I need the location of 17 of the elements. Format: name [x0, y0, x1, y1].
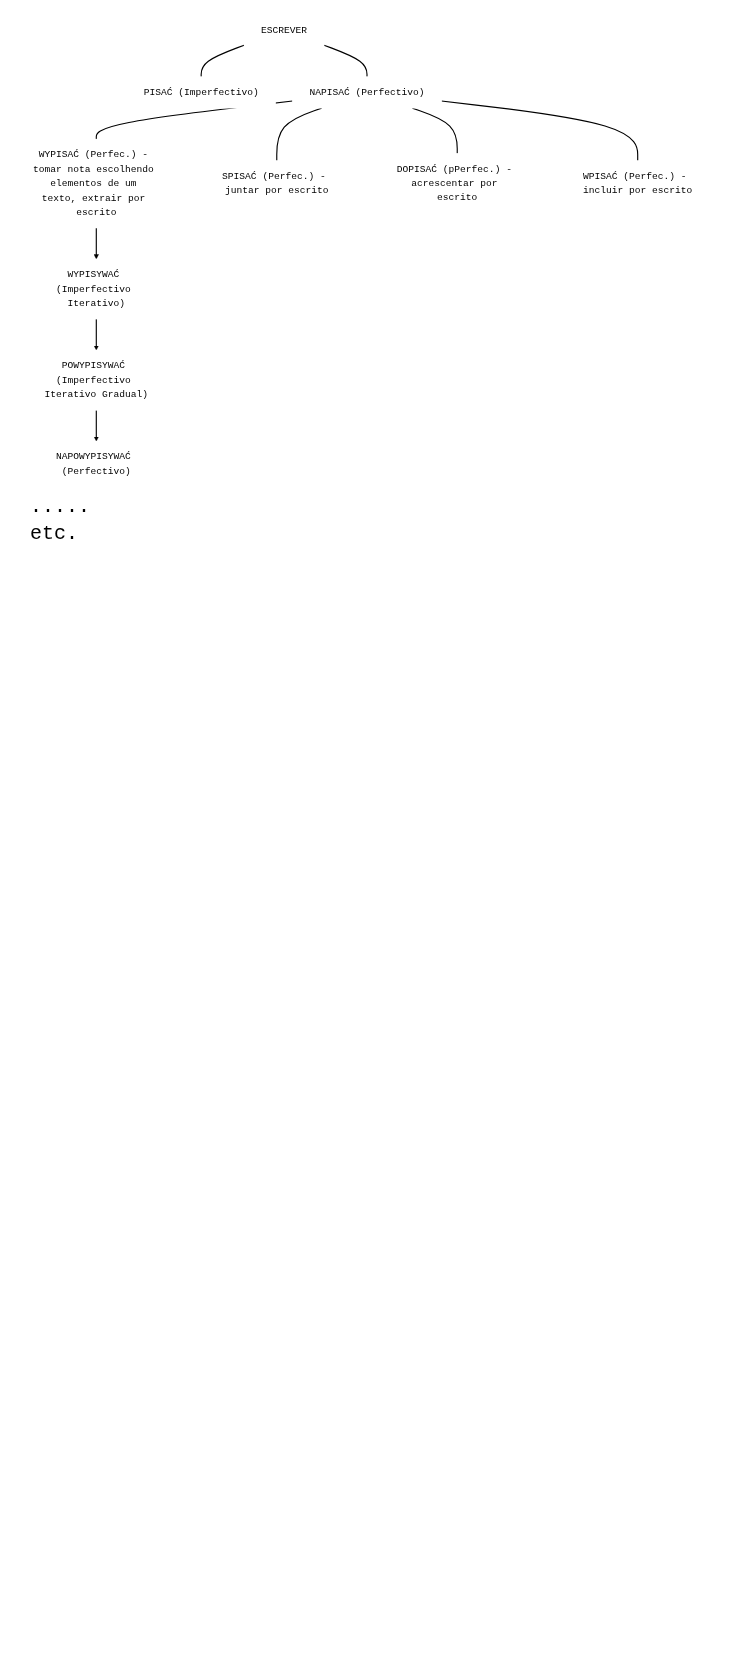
arrow	[93, 227, 99, 260]
node-text: WPISAĆ (Perfec.) - incluir por escrito	[583, 170, 693, 196]
node-text: DOPISAĆ (pPerfec.) - acrescentar por escrito	[396, 163, 512, 204]
note-text: etc.	[30, 522, 78, 546]
arrow	[93, 318, 99, 351]
node-text: ESCREVER	[261, 24, 308, 36]
node-text: WYPISYWAĆ (Imperfectivo Iterativo)	[56, 269, 131, 309]
connector	[200, 44, 245, 78]
note-text: .....	[30, 495, 90, 519]
node-text: WYPISAĆ (Perfec.) - tomar nota escolhendo elementos de um texto, extrair por escrito	[33, 149, 154, 218]
node-text: SPISAĆ (Perfec.) - juntar por escrito	[222, 170, 329, 196]
node-text: POWYPISYWAĆ (Imperfectivo Iterativo Gradual)	[44, 360, 149, 400]
node-text: NAPOWYPISYWAĆ (Perfectivo)	[56, 451, 131, 477]
arrow	[93, 409, 99, 442]
connector	[440, 100, 639, 162]
node-text: NAPISAĆ (Perfectivo)	[309, 86, 425, 98]
connector	[323, 44, 368, 78]
